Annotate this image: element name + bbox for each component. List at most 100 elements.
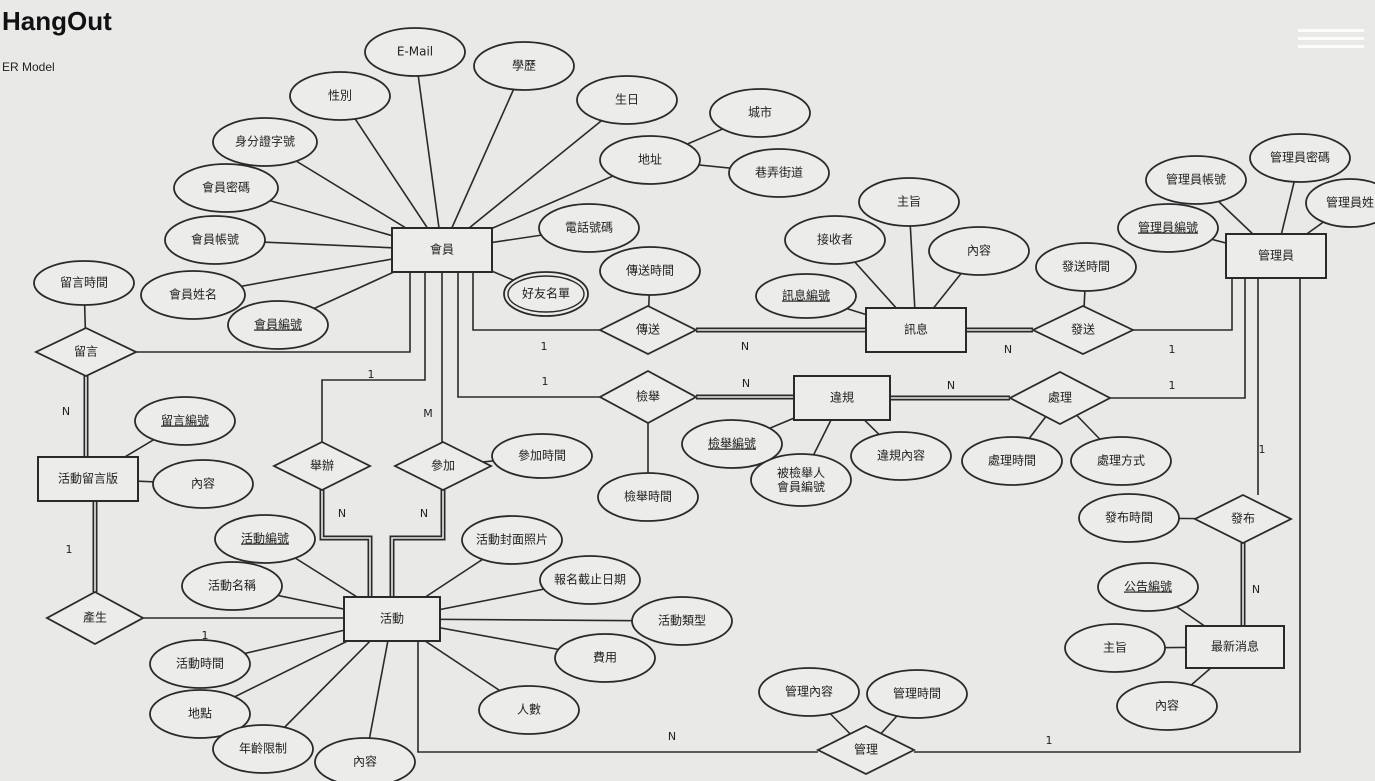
attribute-mgmttime[interactable]: 管理時間 — [866, 669, 968, 719]
relationship-handle[interactable]: 處理 — [1008, 370, 1112, 426]
attribute-city[interactable]: 城市 — [709, 88, 811, 138]
attribute-gender[interactable]: 性別 — [289, 71, 391, 121]
relationship-report[interactable]: 檢舉 — [598, 369, 698, 425]
attribute-ellipse — [961, 436, 1063, 486]
attribute-msgtime[interactable]: 留言時間 — [33, 260, 135, 306]
attribute-people[interactable]: 人數 — [478, 685, 580, 735]
entity-admin[interactable]: 管理員 — [1225, 233, 1327, 279]
attribute-msgno[interactable]: 訊息編號 — [755, 273, 857, 319]
entity-board[interactable]: 活動留言版 — [37, 456, 139, 502]
attribute-subj[interactable]: 主旨 — [858, 177, 960, 227]
attribute-mno[interactable]: 會員編號 — [227, 300, 329, 350]
attribute-deadline[interactable]: 報名截止日期 — [539, 555, 641, 605]
attribute-handletime[interactable]: 處理時間 — [961, 436, 1063, 486]
attribute-mgmtcontent[interactable]: 管理內容 — [758, 667, 860, 717]
attribute-ellipse — [289, 71, 391, 121]
attribute-acct[interactable]: 會員帳號 — [164, 215, 266, 265]
attribute-label: 內容 — [353, 754, 377, 769]
attribute-admpwd[interactable]: 管理員密碼 — [1249, 133, 1351, 183]
attribute-posttime[interactable]: 發送時間 — [1035, 242, 1137, 292]
attribute-label: 會員帳號 — [191, 233, 239, 247]
attribute-pwd[interactable]: 會員密碼 — [173, 163, 279, 213]
relationship-publish[interactable]: 發布 — [1192, 493, 1294, 545]
relationship-diamond — [33, 327, 139, 377]
page-subtitle: ER Model — [2, 60, 55, 74]
attribute-ellipse — [181, 561, 283, 611]
entity-violation[interactable]: 違規 — [793, 375, 891, 421]
entity-news[interactable]: 最新消息 — [1185, 625, 1285, 669]
attribute-acttime[interactable]: 活動時間 — [149, 639, 251, 689]
attribute-label: 主旨 — [1103, 641, 1127, 655]
attribute-ellipse — [134, 396, 236, 446]
attribute-fee[interactable]: 費用 — [554, 633, 656, 683]
attribute-reportedmember[interactable]: 被檢舉人會員編號 — [750, 453, 852, 507]
attribute-mname[interactable]: 會員姓名 — [140, 270, 246, 320]
attribute-handleway[interactable]: 處理方式 — [1070, 436, 1172, 486]
attribute-actno[interactable]: 活動編號 — [214, 514, 316, 564]
attribute-label: 報名截止日期 — [554, 572, 626, 587]
attribute-ellipse — [1305, 178, 1375, 228]
attribute-ellipse — [152, 459, 254, 509]
cardinality-label: N — [62, 405, 70, 418]
attribute-edu[interactable]: 學歷 — [473, 41, 575, 91]
relationship-host[interactable]: 舉辦 — [271, 440, 373, 492]
relationship-msg[interactable]: 留言 — [33, 327, 139, 377]
attribute-place[interactable]: 地點 — [149, 689, 251, 739]
attribute-reporttime[interactable]: 檢舉時間 — [597, 472, 699, 522]
entity-member[interactable]: 會員 — [391, 227, 493, 273]
attribute-ellipse — [928, 226, 1030, 276]
attribute-label: 人數 — [517, 703, 541, 717]
attribute-reportno[interactable]: 檢舉編號 — [681, 419, 783, 469]
attribute-boardno[interactable]: 留言編號 — [134, 396, 236, 446]
attribute-label: 檢舉編號 — [708, 436, 756, 451]
attribute-friends[interactable]: 好友名單 — [503, 271, 589, 317]
attribute-addr[interactable]: 地址 — [599, 135, 701, 185]
relationship-diamond — [815, 724, 917, 776]
entity-label: 訊息 — [904, 322, 928, 337]
attribute-ellipse — [212, 724, 314, 774]
cardinality-label: 1 — [1046, 734, 1053, 747]
relationship-post[interactable]: 發送 — [1030, 305, 1136, 355]
attribute-age[interactable]: 年齡限制 — [212, 724, 314, 774]
attribute-phone[interactable]: 電話號碼 — [538, 203, 640, 253]
attribute-newssubj[interactable]: 主旨 — [1064, 623, 1166, 673]
attribute-content1[interactable]: 內容 — [928, 226, 1030, 276]
attribute-id[interactable]: 身分證字號 — [212, 117, 318, 167]
attribute-pubtime[interactable]: 發布時間 — [1078, 493, 1180, 543]
attribute-street[interactable]: 巷弄街道 — [728, 148, 830, 198]
relationship-manage[interactable]: 管理 — [815, 724, 917, 776]
attribute-email[interactable]: E-Mail — [364, 27, 466, 77]
attribute-actname[interactable]: 活動名稱 — [181, 561, 283, 611]
attribute-newscontent[interactable]: 內容 — [1116, 681, 1218, 731]
attribute-admname[interactable]: 管理員姓 — [1305, 178, 1375, 228]
entity-activity[interactable]: 活動 — [343, 596, 441, 642]
attribute-label: 地點 — [188, 707, 212, 721]
attribute-boardcontent[interactable]: 內容 — [152, 459, 254, 509]
attribute-acttype[interactable]: 活動類型 — [631, 596, 733, 646]
connector-line — [321, 272, 426, 442]
attribute-admacct[interactable]: 管理員帳號 — [1145, 155, 1247, 205]
attribute-actcontent[interactable]: 內容 — [314, 737, 416, 781]
attribute-newsno[interactable]: 公告編號 — [1097, 562, 1199, 612]
attribute-label: 好友名單 — [522, 286, 570, 301]
relationship-join[interactable]: 參加 — [392, 440, 494, 492]
attribute-label: 活動封面照片 — [476, 533, 548, 547]
relationship-send[interactable]: 傳送 — [597, 304, 699, 356]
connector-line — [441, 99, 628, 251]
attribute-sendtime[interactable]: 傳送時間 — [599, 246, 701, 296]
attribute-label: 內容 — [1155, 698, 1179, 713]
menu-icon[interactable] — [1298, 24, 1364, 54]
attribute-birth[interactable]: 生日 — [576, 75, 678, 125]
attribute-label: 處理時間 — [988, 454, 1036, 468]
attribute-violcontent[interactable]: 違規內容 — [850, 431, 952, 481]
attribute-admno[interactable]: 管理員編號 — [1117, 203, 1219, 253]
relationship-label: 留言 — [74, 345, 98, 359]
entity-message[interactable]: 訊息 — [865, 307, 967, 353]
relationship-gen[interactable]: 產生 — [45, 590, 145, 646]
attribute-cover[interactable]: 活動封面照片 — [461, 515, 563, 565]
attribute-recv[interactable]: 接收者 — [784, 215, 886, 265]
relationship-diamond — [1192, 493, 1294, 545]
attribute-joint[interactable]: 參加時間 — [491, 433, 593, 479]
connector-line — [457, 272, 600, 398]
